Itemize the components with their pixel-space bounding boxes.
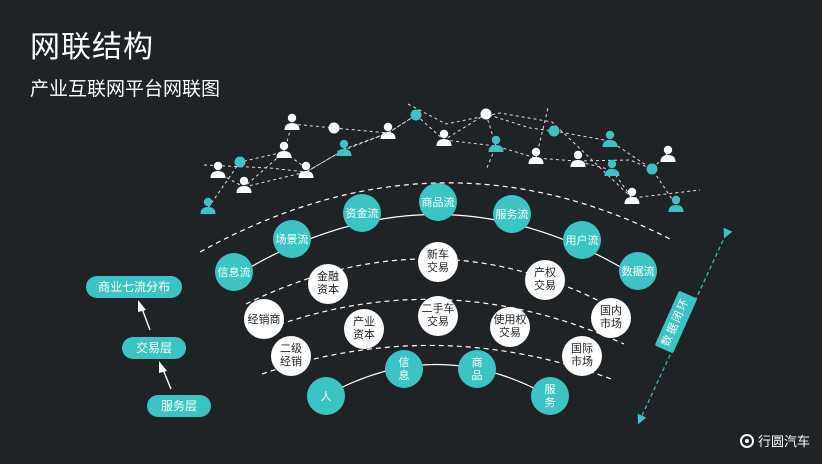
- ring2-node: 金融资本: [308, 264, 348, 304]
- ring3-node: 二手车交易: [418, 296, 458, 336]
- logo-icon: [739, 433, 754, 448]
- user-icon: [660, 145, 676, 162]
- svg-text:国内市场: 国内市场: [600, 303, 622, 330]
- svg-text:金融资本: 金融资本: [317, 269, 339, 296]
- user-icon: [528, 147, 544, 164]
- ring4-nodes: 二级经销 国际市场: [271, 336, 602, 376]
- network-node-icon: [234, 156, 246, 168]
- ring3-nodes: 经销商 产业资本 二手车交易 使用权交易 国内市场: [244, 296, 631, 349]
- network-lines: [203, 103, 701, 209]
- up-arrow-icon: [159, 361, 172, 390]
- user-icon: [602, 130, 618, 147]
- flow-label: 资金流: [346, 206, 379, 220]
- arc-service: [321, 363, 557, 401]
- network-node-icon: [548, 125, 560, 137]
- flow-label: 数据流: [622, 264, 655, 278]
- brand-logo: 行圆汽车: [739, 431, 810, 450]
- service-node: 商品: [458, 350, 496, 388]
- flow-label: 用户流: [566, 233, 599, 247]
- user-icon: [200, 197, 216, 214]
- arc-outer: [199, 182, 673, 253]
- flow-node: 服务流: [493, 195, 531, 233]
- ring2-node: 产权交易: [525, 260, 565, 300]
- user-icon: [570, 150, 586, 167]
- arc-ring2: [245, 258, 621, 313]
- user-icon: [668, 195, 684, 212]
- ring4-node: 国际市场: [562, 336, 602, 376]
- ring3-node: 使用权交易: [490, 307, 530, 347]
- flow-label: 服务流: [496, 207, 529, 221]
- service-node: 人: [307, 377, 345, 415]
- layer-label-bottom: 服务层: [147, 395, 211, 417]
- service-node: 信息: [385, 350, 423, 388]
- network-node-icon: [480, 108, 492, 120]
- page-subtitle: 产业互联网平台网联图: [30, 78, 221, 100]
- logo-text: 行圆汽车: [757, 435, 810, 450]
- network-node-icon: [328, 122, 340, 134]
- svg-text:新车交易: 新车交易: [427, 247, 449, 274]
- ring3-node: 经销商: [244, 299, 284, 339]
- data-loop-badge: [655, 291, 697, 353]
- svg-text:信息: 信息: [399, 356, 410, 382]
- service-node: 服务: [531, 377, 569, 415]
- user-icon: [284, 113, 300, 130]
- svg-text:产权交易: 产权交易: [534, 265, 556, 292]
- network-nodes: [234, 108, 658, 175]
- user-icon: [276, 141, 292, 158]
- user-icon: [604, 159, 620, 176]
- up-arrow-icon: [138, 300, 151, 331]
- svg-text:国际市场: 国际市场: [571, 342, 593, 368]
- flow-label: 商品流: [422, 195, 455, 209]
- layer-label-top: 商业七流分布: [86, 276, 182, 298]
- ring2-node: 新车交易: [418, 242, 458, 282]
- network-node-icon: [410, 109, 422, 121]
- arc-ring4: [261, 344, 615, 381]
- layer-label-middle: 交易层: [122, 337, 186, 359]
- flow-label: 场景流: [276, 232, 309, 246]
- svg-text:经销商: 经销商: [248, 312, 281, 326]
- user-icon: [210, 161, 226, 178]
- flow-node: 商品流: [419, 183, 457, 221]
- flow-label: 信息流: [218, 265, 251, 279]
- ring2-nodes: 金融资本 新车交易 产权交易: [308, 242, 565, 304]
- user-icon: [380, 122, 396, 139]
- page-title: 网联结构: [30, 30, 154, 65]
- user-icon: [436, 129, 452, 146]
- user-icon: [488, 135, 504, 152]
- flow-node: 数据流: [619, 252, 657, 290]
- svg-text:使用权交易: 使用权交易: [494, 313, 527, 339]
- network-node-icon: [646, 163, 658, 175]
- double-arrow-icon: [637, 227, 733, 425]
- flow-node: 用户流: [563, 221, 601, 259]
- svg-text:商品: 商品: [472, 355, 483, 382]
- svg-text:人: 人: [321, 390, 332, 403]
- service-nodes: 人 信息 商品 服务: [307, 350, 569, 415]
- flow-node: 资金流: [343, 194, 381, 232]
- svg-text:二级经销: 二级经销: [280, 342, 302, 368]
- ring3-node: 产业资本: [344, 309, 384, 349]
- user-icon: [236, 176, 252, 193]
- svg-text:二手车交易: 二手车交易: [422, 301, 455, 328]
- flow-node: 场景流: [273, 220, 311, 258]
- ring4-node: 二级经销: [271, 336, 311, 376]
- ring3-node: 国内市场: [591, 298, 631, 338]
- svg-text:产业资本: 产业资本: [353, 314, 375, 341]
- svg-text:服务: 服务: [545, 383, 556, 409]
- flow-node: 信息流: [215, 253, 253, 291]
